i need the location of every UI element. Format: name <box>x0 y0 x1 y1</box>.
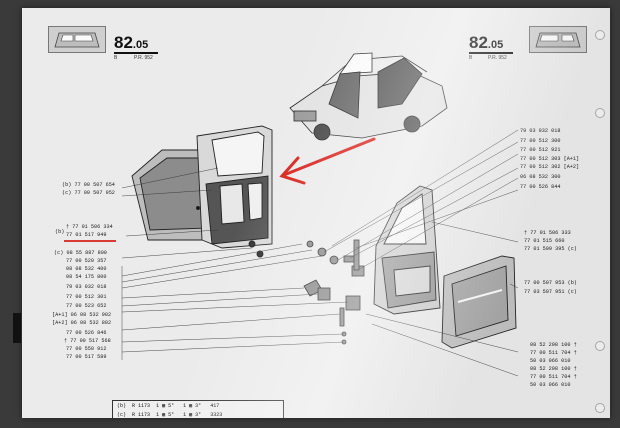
ref-code: † 77 00 517 568 <box>64 338 111 344</box>
parts-catalog-page: 82.05 B P.R. 952 82.05 B P.R. 952 <box>22 8 610 418</box>
ref-code: 77 01 517 949 <box>66 232 107 238</box>
ref-code: [A+2] 06 08 532 802 <box>52 320 112 326</box>
footer-row: (c) R 1173 1 ▦ 5° 1 ▦ 3° 3323 <box>117 412 223 418</box>
punch-hole <box>595 108 605 118</box>
vehicle-application-table: (b) R 1173 1 ▦ 5° 1 ▦ 3° 417 (c) R 1173 … <box>112 400 284 418</box>
ref-code: 77 00 512 921 <box>520 147 561 153</box>
ref-code: 50 03 066 010 <box>530 382 571 388</box>
ref-code: (c) 77 00 507 952 <box>62 190 115 196</box>
ref-code: 79 03 032 018 <box>66 284 107 290</box>
rear-door-shell <box>373 185 441 315</box>
ref-code: [A+1] 06 08 532 902 <box>52 312 112 318</box>
ref-code: 77 00 511 704 † <box>530 350 577 356</box>
leader-lines <box>121 129 519 377</box>
ref-code: 77 00 512 303 [A+1] <box>520 156 580 162</box>
red-arrow-annotation <box>279 137 376 185</box>
punch-hole <box>595 30 605 40</box>
ref-code: 77 03 507 951 (c) <box>524 289 577 295</box>
ref-code: 08 52 298 100 † <box>530 342 577 348</box>
header-sub-b: B <box>469 55 473 61</box>
ref-code: 77 00 526 846 <box>66 330 107 336</box>
ref-code: 77 01 515 660 <box>524 238 565 244</box>
ref-code: 06 08 532 300 <box>520 174 561 180</box>
section-number-left: 82.05 <box>114 33 149 52</box>
car-door-thumbnail-right <box>529 26 587 53</box>
outer-door-panel <box>441 255 517 349</box>
ref-code: (c) 08 55 887 800 <box>54 250 107 256</box>
punch-hole <box>595 403 605 413</box>
ref-code: 77 00 526 844 <box>520 184 561 190</box>
ref-code: 77 00 517 589 <box>66 354 107 360</box>
ref-code: 50 03 066 010 <box>530 358 571 364</box>
ref-code: 77 00 550 912 <box>66 346 107 352</box>
front-door-exploded <box>131 125 273 258</box>
ref-code: 77 00 512 301 <box>66 294 107 300</box>
section-number-right: 82.05 <box>469 33 504 52</box>
ref-code: 08 54 175 800 <box>66 274 107 280</box>
header-rule <box>114 52 158 54</box>
ref-code: 77 00 512 302 [A+2] <box>520 164 580 170</box>
footer-row: (b) R 1173 1 ▦ 5° 1 ▦ 3° 417 <box>117 403 220 409</box>
header-rule <box>469 52 513 54</box>
ref-code: † 77 01 506 333 <box>524 230 571 236</box>
ref-code: 08 52 298 100 † <box>530 366 577 372</box>
header-sub-pr: P.R. 952 <box>488 55 507 61</box>
ref-bracket-label: (b) <box>55 229 65 235</box>
ref-code: 77 00 523 652 <box>66 303 107 309</box>
ref-code: 77 01 509 395 (c) <box>524 246 577 252</box>
header-sub-b: B <box>114 55 118 61</box>
ref-code: † 77 01 506 334 <box>66 224 113 230</box>
ref-code: 77 00 511 704 † <box>530 374 577 380</box>
car-door-thumbnail-left <box>48 26 106 53</box>
ref-code: 08 08 532 400 <box>66 266 107 272</box>
ref-code: 79 03 032 018 <box>520 128 561 134</box>
ref-code: 77 00 507 953 (b) <box>524 280 577 286</box>
header-sub-pr: P.R. 952 <box>134 55 153 61</box>
binder-tab-marker <box>13 313 21 343</box>
ref-code: 77 00 512 300 <box>520 138 561 144</box>
ref-code: (b) 77 00 507 654 <box>62 182 115 188</box>
door-hardware-parts <box>303 239 365 345</box>
car-illustration <box>289 52 448 141</box>
punch-hole <box>595 341 605 351</box>
exploded-door-diagram <box>64 52 519 377</box>
ref-code: 77 00 520 357 <box>66 258 107 264</box>
